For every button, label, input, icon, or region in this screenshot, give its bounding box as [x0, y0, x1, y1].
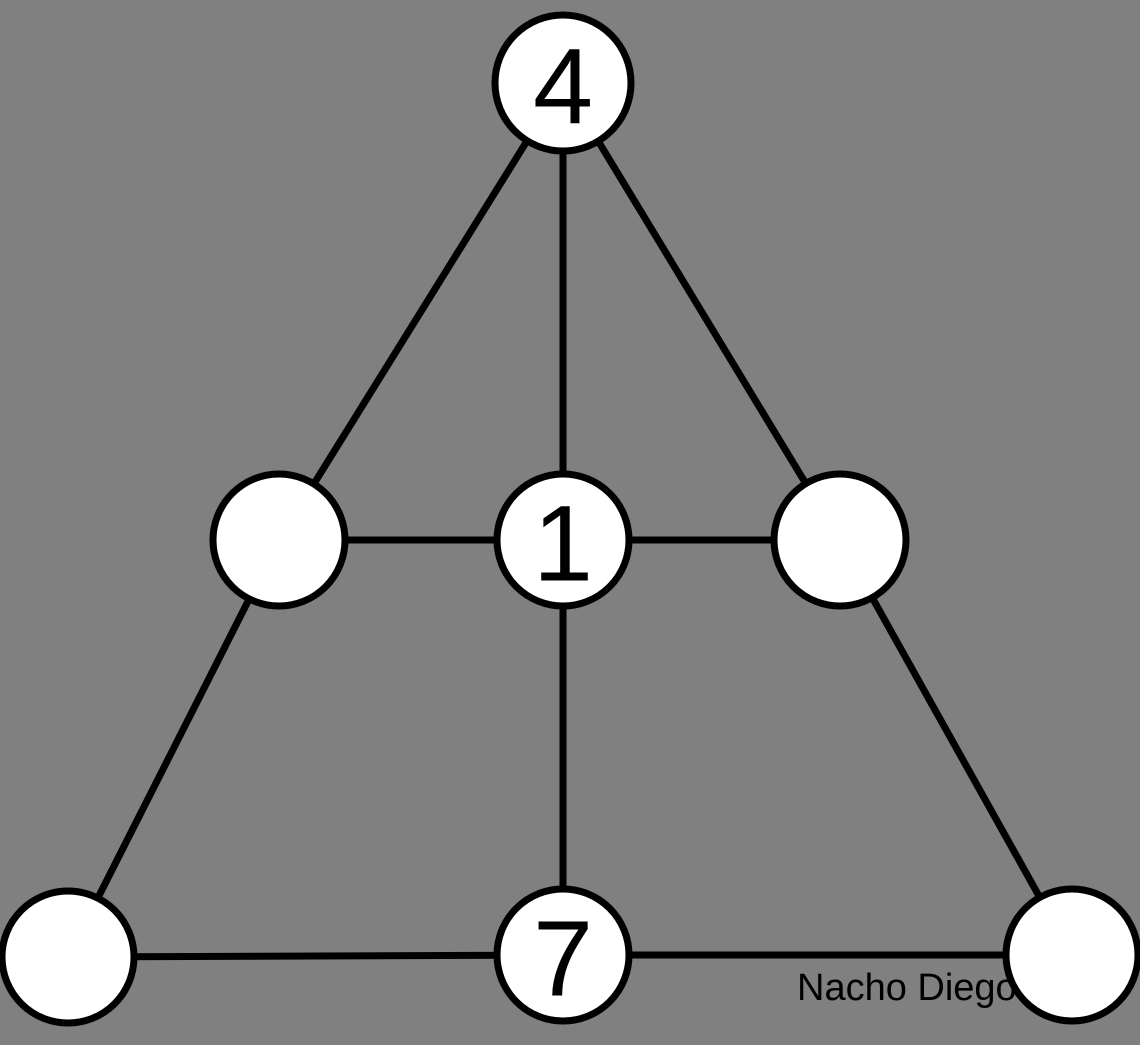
node-circle-center[interactable]: [493, 470, 633, 610]
graph-edge-mid-left-to-bottom-left: [64, 538, 283, 959]
node-circle-bottom-center[interactable]: [493, 885, 633, 1025]
node-circle-bottom-right[interactable]: [1002, 885, 1140, 1025]
node-circle-mid-left[interactable]: [209, 470, 349, 610]
graph-edge-bottom-left-to-bottom-center: [67, 951, 564, 961]
node-circle-top[interactable]: [491, 11, 635, 155]
graph-node-mid-right[interactable]: [770, 470, 910, 610]
watermark-label: Nacho Diego: [797, 967, 1017, 1009]
nodes-layer: 4 1 7: [0, 11, 1140, 1027]
graph-node-center[interactable]: 1: [493, 470, 633, 610]
graph-node-bottom-right[interactable]: [1002, 885, 1140, 1025]
graph-edge-top-to-mid-right: [560, 81, 843, 542]
graph-node-mid-left[interactable]: [209, 470, 349, 610]
node-label-top: 4: [533, 26, 593, 147]
node-label-bottom-center: 7: [533, 898, 593, 1019]
graph-edge-top-to-mid-left: [276, 81, 566, 542]
graph-edge-mid-right-to-bottom-right: [836, 538, 1076, 957]
node-circle-mid-right[interactable]: [770, 470, 910, 610]
graph-node-bottom-center[interactable]: 7: [493, 885, 633, 1025]
graph-node-top[interactable]: 4: [491, 11, 635, 155]
graph-node-bottom-left[interactable]: [0, 887, 138, 1027]
node-label-center: 1: [533, 483, 593, 604]
node-circle-bottom-left[interactable]: [0, 887, 138, 1027]
